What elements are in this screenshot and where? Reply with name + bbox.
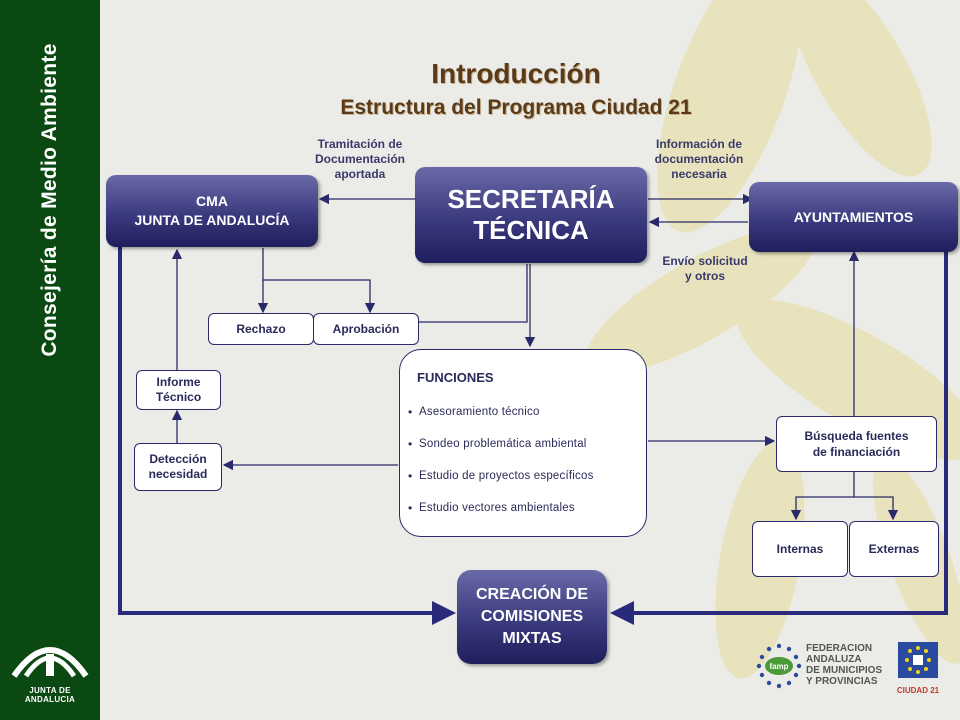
funcion-item: Asesoramiento técnico [406,396,594,428]
externas-node: Externas [849,521,939,577]
junta-logo-label: JUNTA DE ANDALUCIA [24,686,76,704]
sidebar: Consejería de Medio Ambiente JUNTA DE AN… [0,0,100,720]
svg-text:famp: famp [769,662,788,671]
busqueda-fuentes-node: Búsqueda fuentes de financiación [776,416,937,472]
page-subtitle: Estructura del Programa Ciudad 21 [340,96,692,119]
label-tramitacion: Tramitación de Documentación aportada [314,137,405,181]
funcion-item: Estudio vectores ambientales [406,492,594,524]
ayuntamientos-node: AYUNTAMIENTOS [749,182,958,252]
ciudad21-logo-icon [898,642,938,678]
comisiones-mixtas-node: CREACIÓN DE COMISIONES MIXTAS [457,570,607,664]
junta-logo-icon [11,647,89,678]
federation-text: FEDERACION ANDALUZA DE MUNICIPIOS Y PROV… [806,643,883,687]
ciudad21-logo: CIUDAD 21 [896,640,940,695]
funcion-item: Sondeo problemática ambiental [406,428,594,460]
funciones-title: FUNCIONES [417,370,494,385]
funciones-box: FUNCIONES Asesoramiento técnico Sondeo p… [399,349,647,537]
label-envio: Envío solicitud y otros [662,254,748,283]
internas-node: Internas [752,521,848,577]
funcion-item: Estudio de proyectos específicos [406,460,594,492]
label-informacion: Información de documentación necesaria [654,137,744,181]
aprobacion-node: Aprobación [313,313,419,345]
secretaria-tecnica-node: SECRETARÍA TÉCNICA [415,167,647,263]
page-title: Introducción [431,58,601,89]
informe-tecnico-node: Informe Técnico [136,370,221,410]
rechazo-node: Rechazo [208,313,314,345]
cma-junta-node: CMA JUNTA DE ANDALUCÍA [106,175,318,247]
funciones-list: Asesoramiento técnico Sondeo problemátic… [406,396,594,524]
famp-logo-icon: famp [756,643,802,689]
ciudad21-label: CIUDAD 21 [896,686,940,695]
deteccion-necesidad-node: Detección necesidad [134,443,222,491]
